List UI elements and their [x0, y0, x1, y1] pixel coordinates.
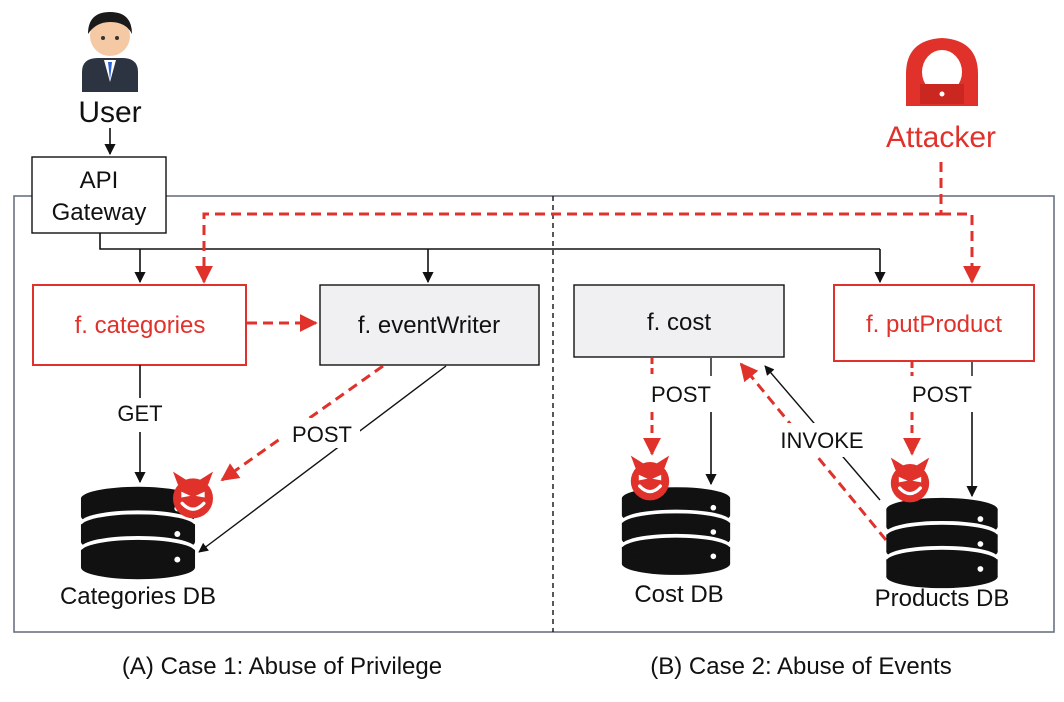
post-cost-label: POST	[651, 382, 711, 407]
cost-db-icon	[621, 487, 731, 575]
function-putproduct-label: f. putProduct	[866, 311, 1002, 338]
cost-malicious-icon	[629, 454, 671, 502]
function-eventwriter-box	[319, 284, 540, 366]
post-eventwriter-label: POST	[292, 422, 352, 447]
attacker-icon	[906, 38, 978, 106]
gateway-route-line	[99, 233, 880, 250]
post-putproduct-label: POST	[912, 382, 972, 407]
attacker-to-putproduct-path	[941, 212, 981, 284]
products-malicious-icon	[889, 456, 931, 504]
system-boundary-frame	[13, 195, 1055, 633]
cost-db-label: Cost DB	[634, 581, 723, 608]
post-label-bg	[282, 418, 360, 448]
function-eventwriter-label: f. eventWriter	[358, 312, 500, 339]
categories-malicious-icon	[171, 470, 215, 520]
attacker-to-categories-path	[195, 162, 943, 284]
eventwriter-to-categories-black-arrow	[198, 365, 447, 553]
categories-db-label: Categories DB	[60, 583, 216, 610]
get-label: GET	[117, 401, 162, 426]
user-icon	[82, 12, 138, 92]
case-b-caption: (B) Case 2: Abuse of Events	[650, 653, 952, 680]
invoke-label-bg	[768, 423, 876, 457]
api-gateway-box	[31, 156, 167, 234]
function-categories-box	[32, 284, 247, 366]
api-gateway-label-line2: Gateway	[52, 199, 147, 226]
function-putproduct-box	[833, 284, 1035, 362]
invoke-label: INVOKE	[780, 428, 863, 453]
function-categories-label: f. categories	[75, 312, 206, 339]
case-a-caption: (A) Case 1: Abuse of Privilege	[122, 653, 442, 680]
attacker-label: Attacker	[886, 121, 996, 154]
api-gateway-label-line1: API	[80, 167, 119, 194]
function-cost-box	[573, 284, 785, 358]
function-cost-label: f. cost	[647, 309, 711, 336]
products-db-label: Products DB	[875, 585, 1010, 612]
products-db-icon	[886, 497, 998, 589]
user-label: User	[78, 96, 141, 129]
